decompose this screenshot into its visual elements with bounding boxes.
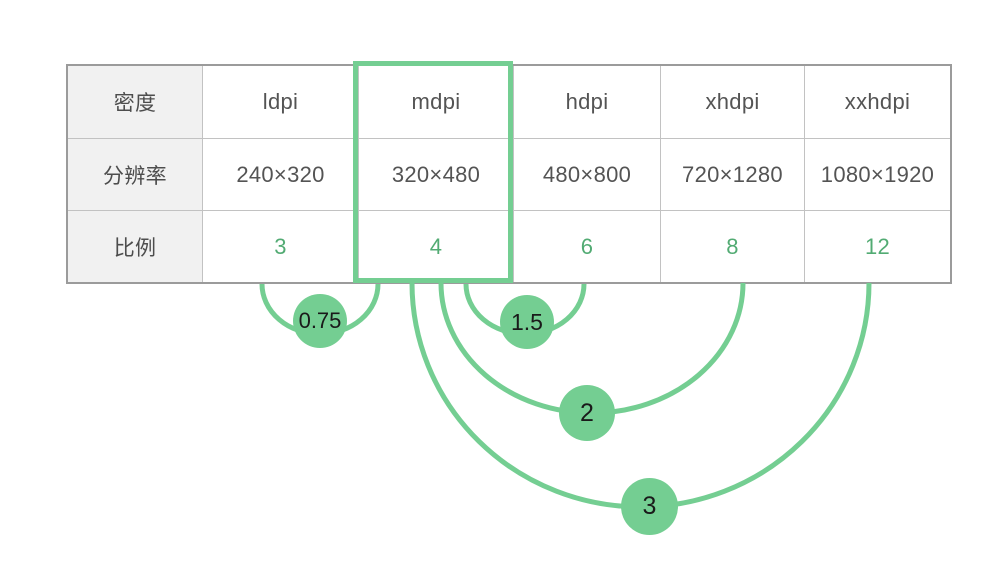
row-header-resolution: 分辨率 <box>68 138 202 210</box>
ratio-cell-mdpi: 4 <box>358 210 513 282</box>
row-header-density: 密度 <box>68 66 202 138</box>
scale-badge-2: 2 <box>559 385 615 441</box>
scale-badge-0-75: 0.75 <box>293 294 347 348</box>
resolution-cell-xxhdpi: 1080×1920 <box>804 138 950 210</box>
scale-badge-3: 3 <box>621 478 678 535</box>
density-cell-ldpi: ldpi <box>202 66 358 138</box>
density-cell-xhdpi: xhdpi <box>660 66 804 138</box>
resolution-cell-ldpi: 240×320 <box>202 138 358 210</box>
density-cell-hdpi: hdpi <box>513 66 660 138</box>
row-header-ratio: 比例 <box>68 210 202 282</box>
resolution-cell-xhdpi: 720×1280 <box>660 138 804 210</box>
scale-badge-1-5: 1.5 <box>500 295 554 349</box>
arc-mdpi-to-xxhdpi <box>409 282 872 510</box>
dpi-table: 密度 ldpi mdpi hdpi xhdpi xxhdpi 分辨率 240×3… <box>66 64 952 284</box>
density-cell-mdpi: mdpi <box>358 66 513 138</box>
ratio-cell-hdpi: 6 <box>513 210 660 282</box>
density-cell-xxhdpi: xxhdpi <box>804 66 950 138</box>
ratio-cell-ldpi: 3 <box>202 210 358 282</box>
resolution-cell-hdpi: 480×800 <box>513 138 660 210</box>
resolution-cell-mdpi: 320×480 <box>358 138 513 210</box>
ratio-cell-xxhdpi: 12 <box>804 210 950 282</box>
ratio-cell-xhdpi: 8 <box>660 210 804 282</box>
